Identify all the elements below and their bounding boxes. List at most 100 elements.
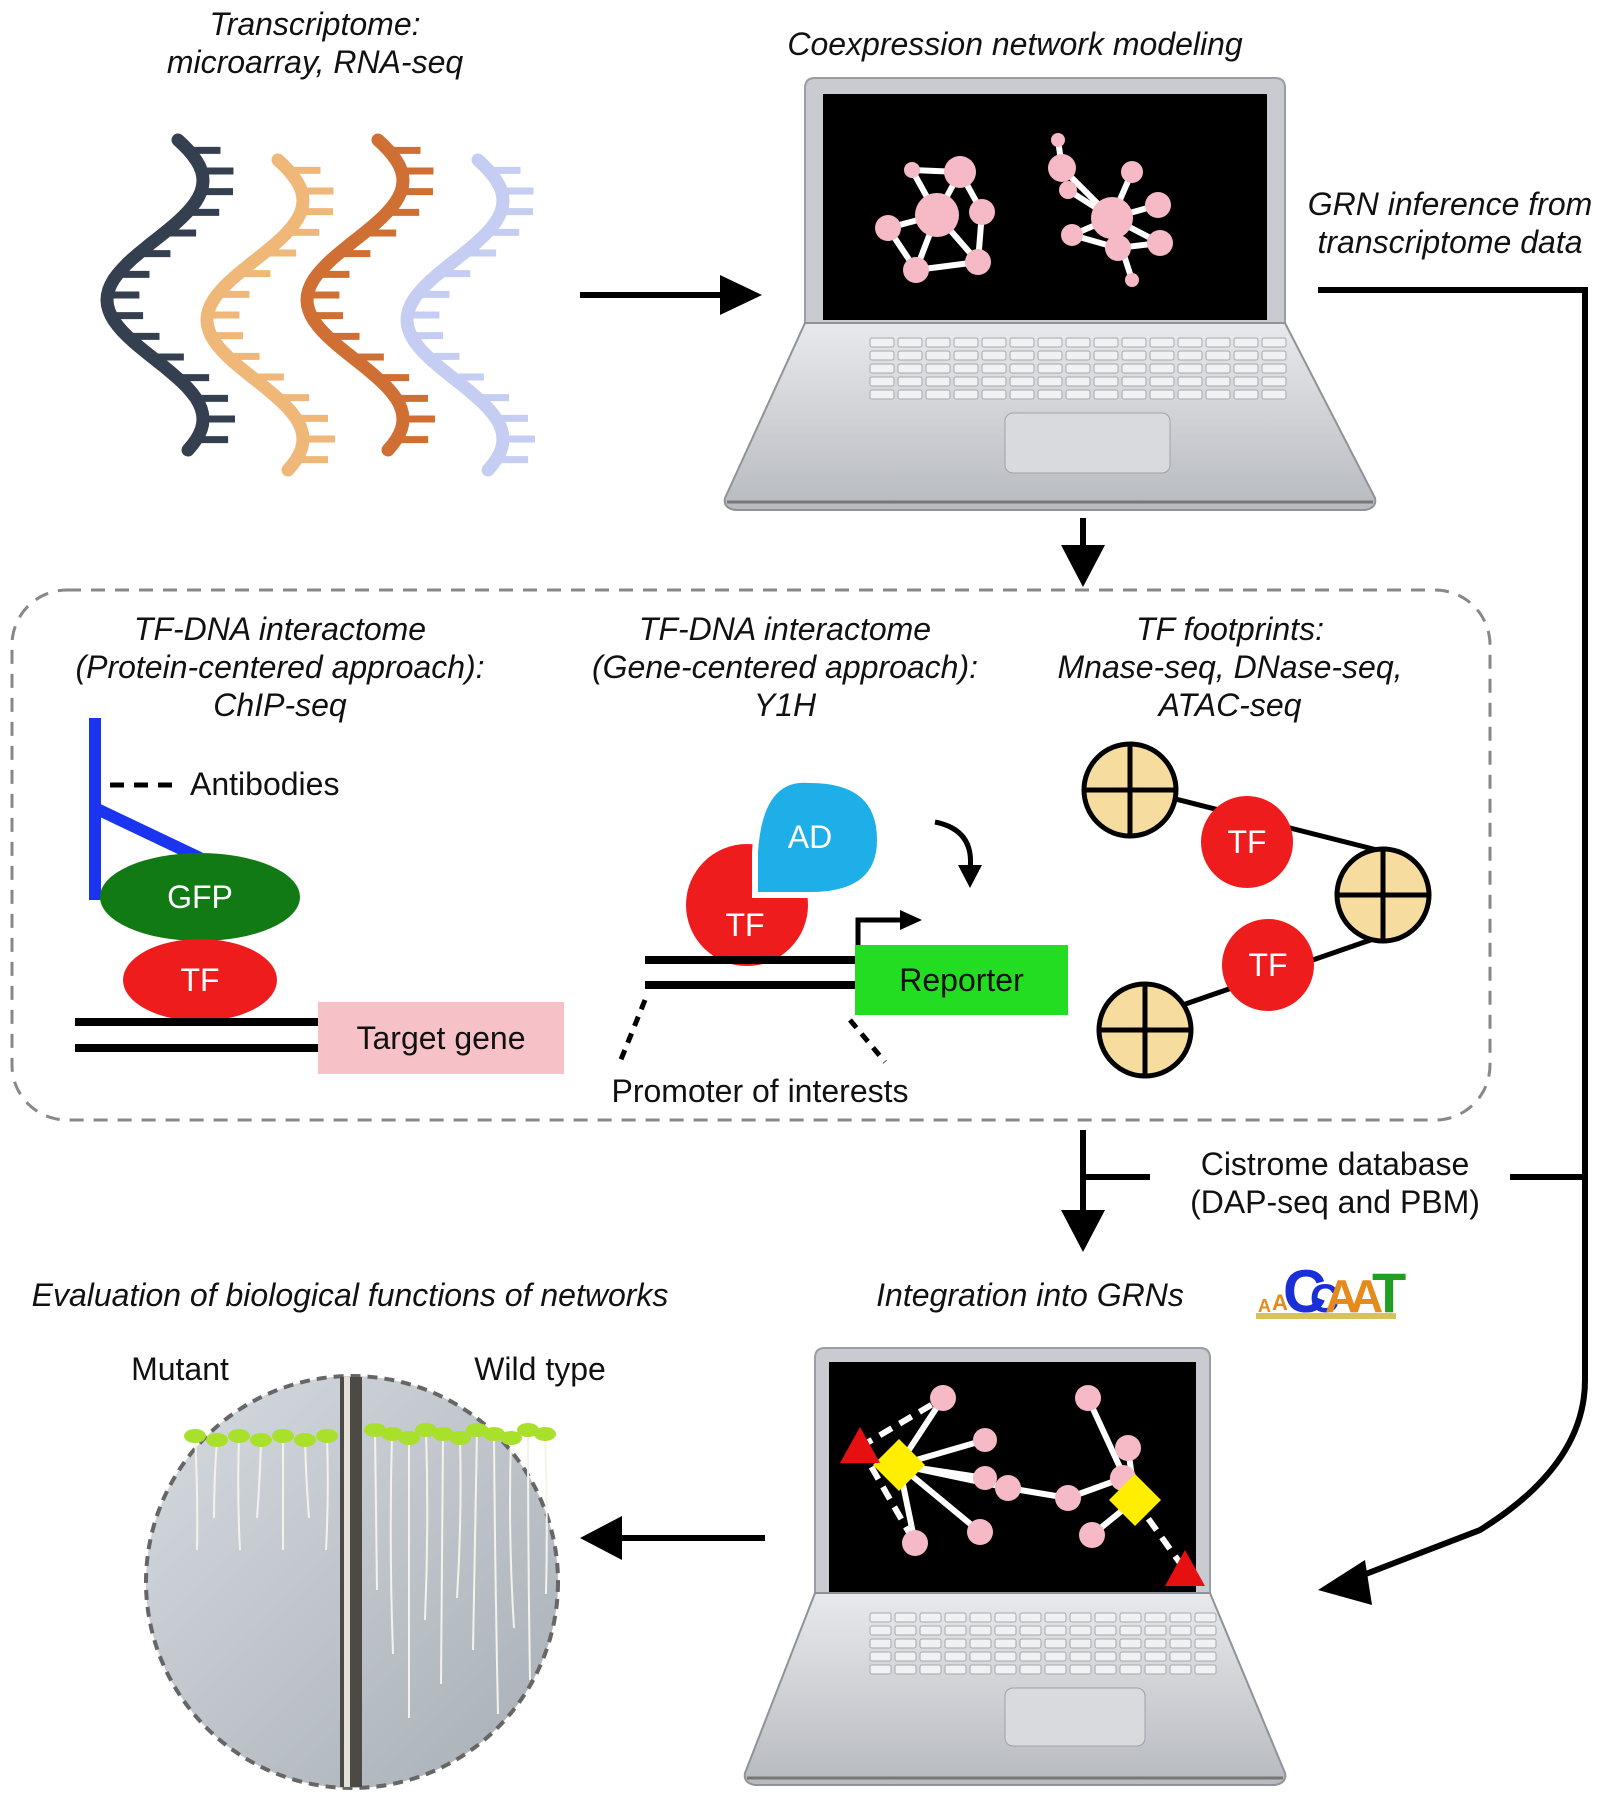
hub-diamond xyxy=(1109,1474,1161,1526)
coexpression-label: Coexpression network modeling xyxy=(787,26,1243,62)
target-gene-label: Target gene xyxy=(356,1020,526,1056)
arrow-to-coexpression xyxy=(580,275,762,315)
seedling xyxy=(316,1429,338,1551)
seedling xyxy=(449,1431,471,1599)
arrow-to-interactome xyxy=(1061,518,1105,587)
motif-letter: A xyxy=(1258,1296,1271,1316)
network-node xyxy=(1059,181,1077,199)
mutant-label: Mutant xyxy=(131,1351,229,1387)
seedling xyxy=(381,1427,403,1655)
tf-label-chip: TF xyxy=(180,962,220,998)
nucleosome xyxy=(1081,741,1179,839)
network-node xyxy=(1147,230,1173,256)
seedling xyxy=(534,1427,556,1595)
network-node xyxy=(1055,1485,1081,1511)
network-node xyxy=(915,193,959,237)
tf-circle-footprint-1 xyxy=(1201,796,1293,888)
network-node xyxy=(1115,1435,1141,1461)
nucleosome xyxy=(1096,981,1194,1079)
network-node xyxy=(1121,161,1143,183)
network-node xyxy=(969,199,995,225)
gfp-label: GFP xyxy=(167,879,233,915)
network-node xyxy=(1061,224,1083,246)
network-edge xyxy=(857,1445,918,1545)
coexpression-laptop xyxy=(723,77,1377,511)
cistrome-label: Cistrome database (DAP-seq and PBM) xyxy=(1190,1146,1480,1220)
tf-ellipse-chip xyxy=(123,939,277,1021)
network-node xyxy=(1125,273,1139,287)
tf-circle-footprint-2 xyxy=(1222,919,1314,1011)
seedling xyxy=(432,1427,454,1685)
keyboard xyxy=(869,337,1287,400)
seedling xyxy=(294,1433,316,1519)
arrow-to-integration xyxy=(1061,1130,1150,1252)
network-node xyxy=(1145,192,1171,218)
chip-seq-diagram xyxy=(75,718,564,1074)
network-node xyxy=(1048,154,1076,182)
y1h-title: TF-DNA interactome (Gene-centered approa… xyxy=(592,611,978,723)
network-node xyxy=(902,1530,928,1556)
coexpression-network xyxy=(875,133,1173,287)
integrated-grn-network xyxy=(840,1385,1205,1586)
network-node xyxy=(904,162,920,178)
footprint-diagram xyxy=(1081,741,1432,1079)
network-node xyxy=(1091,197,1133,239)
seedling xyxy=(272,1429,294,1550)
seedling xyxy=(483,1427,505,1715)
network-node xyxy=(875,215,901,241)
network-edge xyxy=(858,1395,945,1450)
seedling xyxy=(228,1429,250,1551)
tf-label-y1h: TF xyxy=(725,907,765,943)
tf-label-footprint-1: TF xyxy=(1227,824,1267,860)
seedling xyxy=(415,1423,437,1621)
seedling xyxy=(184,1429,206,1551)
network-node xyxy=(967,1519,993,1545)
dna-helix xyxy=(200,153,335,477)
gfp-ellipse xyxy=(100,853,300,941)
network-edge xyxy=(1132,1498,1188,1572)
network-node xyxy=(973,1428,997,1452)
promoter-label: Promoter of interests xyxy=(611,1073,909,1109)
chip-seq-title: TF-DNA interactome (Protein-centered app… xyxy=(75,611,485,723)
seedling xyxy=(250,1433,272,1519)
grn-inference-label: GRN inference from transcriptome data xyxy=(1307,186,1593,260)
antibodies-label: Antibodies xyxy=(190,766,340,802)
seedling xyxy=(500,1431,522,1629)
transcriptome-label: Transcriptome: microarray, RNA-seq xyxy=(166,6,464,80)
seedling-plate xyxy=(144,1374,560,1790)
tf-triangle xyxy=(1165,1550,1205,1586)
target-gene-box xyxy=(318,1002,564,1074)
motif-baseline xyxy=(1256,1313,1396,1319)
y1h-diagram xyxy=(617,776,1068,1064)
dna-helix xyxy=(100,133,235,457)
network-node xyxy=(930,1385,956,1411)
integration-label: Integration into GRNs xyxy=(876,1277,1184,1313)
hub-diamond xyxy=(873,1439,925,1491)
network-node xyxy=(944,156,976,188)
evaluation-label: Evaluation of biological functions of ne… xyxy=(31,1277,669,1313)
interactome-panel xyxy=(10,588,1492,1122)
network-node xyxy=(995,1475,1021,1501)
network-node xyxy=(1079,1522,1105,1548)
reporter-label: Reporter xyxy=(899,962,1024,998)
arrow-to-evaluation xyxy=(580,1516,765,1560)
dna-helix xyxy=(400,153,535,477)
network-node xyxy=(1105,235,1131,261)
seedling xyxy=(517,1423,539,1681)
motif-letter: A xyxy=(1272,1290,1288,1315)
network-node xyxy=(1075,1385,1101,1411)
keyboard xyxy=(869,1612,1217,1675)
wild-type-label: Wild type xyxy=(474,1351,606,1387)
grn-inference-connector xyxy=(1318,287,1588,1605)
ad-label: AD xyxy=(787,819,833,855)
nucleosome xyxy=(1334,846,1432,944)
tf-label-footprint-2: TF xyxy=(1248,947,1288,983)
seedling xyxy=(364,1423,386,1591)
seedling xyxy=(206,1433,228,1519)
network-node xyxy=(973,1466,997,1490)
transcriptome-dna-helices xyxy=(100,133,535,477)
reporter-box xyxy=(855,945,1068,1015)
network-node xyxy=(1051,133,1065,147)
network-node xyxy=(965,249,991,275)
